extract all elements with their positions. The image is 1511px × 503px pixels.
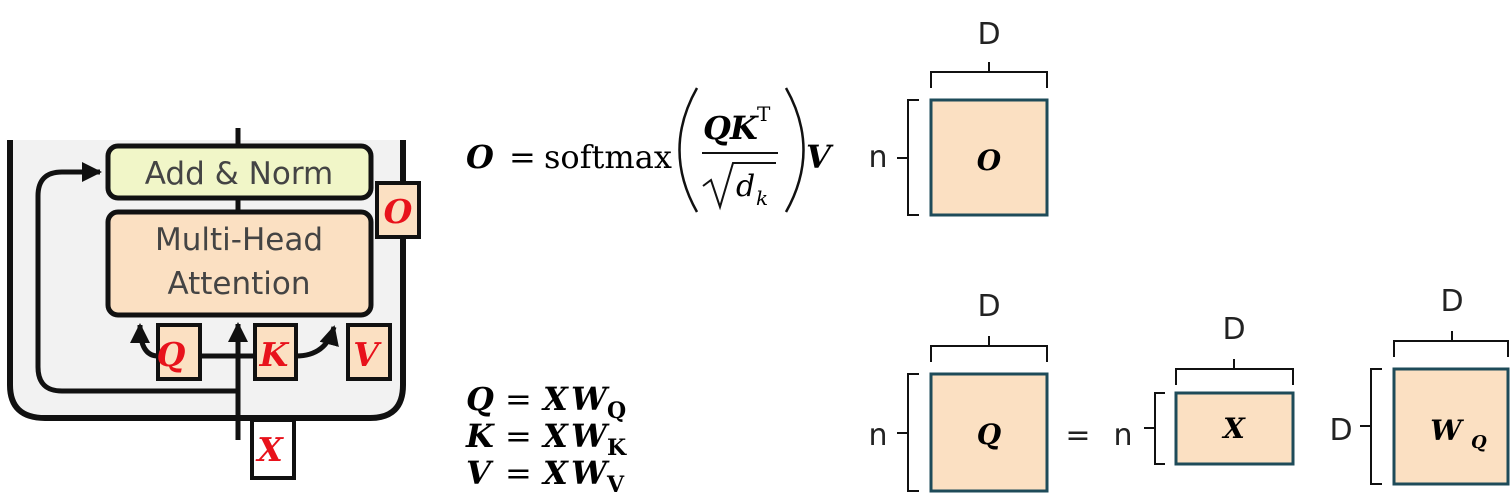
left-paren <box>678 87 699 213</box>
matrix-q-rows-label: n <box>868 418 887 453</box>
v-branch-arrow <box>295 325 339 359</box>
q-input-label: Q <box>157 335 186 374</box>
matrix-x-rows-label: n <box>1113 418 1132 453</box>
mha-label-line2: Attention <box>167 266 310 302</box>
matrix-o-box <box>929 98 1049 217</box>
formula-num-sup: T <box>757 102 771 126</box>
proj-v-x: X <box>541 454 569 492</box>
residual-arrow <box>35 162 238 394</box>
matrix-wq-left-brace <box>1360 368 1382 485</box>
projection-k: K = X W K <box>465 417 627 461</box>
matrix-q-cols-label: D <box>977 289 1000 324</box>
add-norm-label: Add & Norm <box>145 156 333 192</box>
proj-v-sub: V <box>606 472 625 498</box>
attention-formula: O = softmax Q K T d k V <box>466 87 834 213</box>
block-outline <box>7 140 406 421</box>
x-input-box <box>250 418 296 480</box>
proj-k-w: W <box>571 417 610 455</box>
proj-k-sub: K <box>607 435 627 461</box>
formula-o: O <box>466 138 494 176</box>
matrix-q-top-brace <box>930 336 1048 362</box>
proj-k-equals: = <box>505 417 532 455</box>
sqrt-sign <box>702 162 776 211</box>
proj-v-lhs: V <box>466 454 494 492</box>
formula-num-q: Q <box>703 109 731 147</box>
matrix-wq-top-brace <box>1393 331 1509 357</box>
matrix-x-left-brace <box>1144 392 1165 465</box>
proj-k-lhs: K <box>465 417 495 455</box>
proj-k-x: X <box>541 417 569 455</box>
matrix-o: D n O <box>868 17 1049 217</box>
formula-den-d: d <box>736 169 755 204</box>
matrix-o-label: O <box>977 144 1002 177</box>
matrix-x-cols-label: D <box>1222 312 1245 347</box>
matrix-wq-cols-label: D <box>1440 284 1463 319</box>
matrix-o-left-brace <box>897 99 919 216</box>
transformer-block: Add & Norm Multi-Head Attention Q K V X … <box>7 128 421 480</box>
proj-q-equals: = <box>505 380 532 418</box>
matrix-x-label: X <box>1221 412 1246 445</box>
proj-q-sub: Q <box>607 398 626 424</box>
proj-v-equals: = <box>505 454 532 492</box>
matrix-x-top-brace <box>1175 359 1294 385</box>
proj-q-w: W <box>571 380 610 418</box>
projection-formulas: Q = X W Q K = X W K V = X W V <box>465 380 627 498</box>
proj-q-x: X <box>541 380 569 418</box>
formula-equals: = <box>509 138 536 176</box>
formula-den-sub: k <box>756 186 768 210</box>
matrix-q-left-brace <box>897 373 919 492</box>
q-branch-arrow <box>130 323 159 359</box>
o-output-label: O <box>384 192 413 231</box>
matrix-wq-box <box>1392 367 1510 486</box>
v-input-box <box>346 323 392 381</box>
formula-num-k: K <box>729 109 759 147</box>
matrix-q: D n Q <box>868 289 1049 493</box>
x-input-label: X <box>255 430 284 469</box>
proj-q-lhs: Q <box>466 380 494 418</box>
matrix-wq: D D W Q <box>1329 284 1510 486</box>
matrix-wq-sub: Q <box>1471 432 1487 453</box>
proj-v-w: W <box>571 454 610 492</box>
matrix-q-label: Q <box>977 418 1001 451</box>
k-input-label: K <box>259 335 290 374</box>
matrix-equals: = <box>1065 418 1090 453</box>
projection-v: V = X W V <box>466 454 625 498</box>
mha-label-line1: Multi-Head <box>155 222 323 258</box>
right-paren <box>784 87 805 213</box>
k-input-box <box>253 323 298 381</box>
matrix-x-box <box>1174 391 1295 466</box>
matrix-o-top-brace <box>930 62 1048 88</box>
matrix-wq-label: W <box>1430 414 1464 447</box>
o-output-box <box>375 181 421 239</box>
formula-softmax: softmax <box>544 138 672 176</box>
matrix-o-cols-label: D <box>977 17 1000 52</box>
mha-box <box>105 209 374 318</box>
matrix-x: D n X <box>1113 312 1295 466</box>
matrix-wq-rows-label: D <box>1329 413 1352 448</box>
matrix-o-rows-label: n <box>868 140 887 175</box>
v-input-label: V <box>353 335 382 374</box>
matrix-q-box <box>929 372 1049 493</box>
formula-v: V <box>806 138 834 176</box>
projection-q: Q = X W Q <box>466 380 626 424</box>
q-input-box <box>156 323 202 381</box>
